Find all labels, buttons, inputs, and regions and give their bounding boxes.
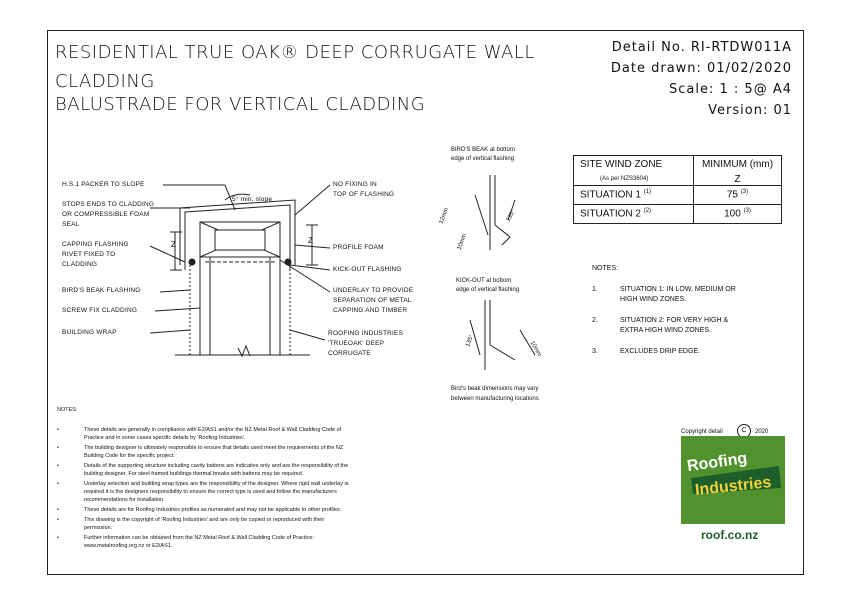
roofing-industries-logo: Roofing Industries roof.co.nz (681, 436, 785, 546)
label-kickout: KICK-OUT FLASHING (333, 266, 402, 273)
label-ri-3: CORRUGATE (328, 350, 371, 357)
bottom-note-line: The building designer is ultimately resp… (84, 445, 344, 451)
version: Version: 01 (708, 103, 792, 118)
table-cell-situation-2: SITUATION 2 (2) (573, 204, 694, 224)
label-stops-2: OR COMPRESSIBLE FOAM (62, 211, 150, 218)
bottom-note-line: Building Code for the specific project. (84, 453, 175, 459)
right-note-2a: SITUATION 2: FOR VERY HIGH & (620, 317, 729, 324)
bottom-note-line: www.metalroofing.org.nz or E2/AS1. (84, 543, 173, 549)
dim-z-left: Z (171, 240, 177, 249)
bottom-note-line: recommendations for installation. (84, 497, 165, 503)
label-profile-foam: PROFILE FOAM (333, 244, 384, 251)
bottom-note-line: This drawing is the copyright of 'Roofin… (84, 517, 325, 523)
bottom-note-line: Underlay selection and building wrap typ… (84, 481, 349, 487)
table-cell-situation-1: SITUATION 1 (1) (573, 185, 694, 205)
kickout-note-2: between manufacturing locations (451, 396, 539, 402)
bottom-note-line: These details are generally in complianc… (84, 427, 342, 433)
label-building-wrap: BUILDING WRAP (62, 329, 117, 336)
label-ri-1: ROOFING INDUSTRIES (328, 330, 404, 337)
detail-number: Detail No. RI-RTDW011A (611, 40, 792, 55)
drawing-border (47, 30, 804, 575)
table-header-wind-zone-label: SITE WIND ZONE (580, 159, 663, 170)
table-row: SITUATION 2 (2) 100 (3) (573, 204, 782, 224)
bottom-note-line: Practice and in some cases specific deta… (84, 435, 246, 441)
right-note-1b: HIGH WIND ZONES. (620, 296, 687, 303)
table-header-minimum-z: Z (734, 174, 741, 185)
label-stops-1: STOPS ENDS TO CLADDING (62, 201, 155, 208)
right-note-3a: EXCLUDES DRIP EDGE. (620, 348, 701, 355)
right-note-2b: EXTRA HIGH WIND ZONES. (620, 327, 712, 334)
bottom-note-line: required it is the designers responsibil… (84, 489, 337, 495)
table-header-wind-zone: SITE WIND ZONE (As per NZS3604) (573, 155, 694, 186)
balustrade-section-drawing (149, 184, 331, 358)
dim-z-right: Z (308, 236, 314, 245)
title-line-2: CLADDING (55, 71, 155, 92)
birds-beak-caption-2: edge of vertical flashing (451, 156, 515, 162)
table-cell-value-1: 75 (3) (693, 185, 782, 205)
label-ri-2: 'TRUEOAK' DEEP (328, 340, 385, 347)
bottom-notes-heading: NOTES: (57, 407, 78, 413)
logo-url: roof.co.nz (701, 528, 759, 542)
title-line-3: BALUSTRADE FOR VERTICAL CLADDING (55, 94, 426, 115)
label-no-fixing-1: NO FIXING IN (333, 181, 377, 188)
table-header-minimum: MINIMUM (mm) Z (693, 155, 782, 186)
kickout-note-1: Bird's beak dimensions may vary (451, 386, 539, 392)
kickout-caption-1: KICK-OUT at bottom (456, 278, 512, 284)
label-capping-2: RIVET FIXED TO (62, 251, 116, 258)
bottom-note-line: permission. (84, 525, 113, 531)
label-packer: H.S.1 PACKER TO SLOPE (62, 181, 145, 188)
right-note-1-num: 1. (592, 286, 598, 293)
right-note-3-num: 3. (592, 348, 598, 355)
right-note-2-num: 2. (592, 317, 598, 324)
label-screw-fix: SCREW FIX CLADDING (62, 307, 138, 314)
bottom-note-line: Further information can be obtained from… (84, 535, 314, 541)
copyright-year: 2020 (755, 429, 769, 435)
label-underlay-3: CAPPING AND TIMBER (333, 307, 408, 314)
kickout-caption-2: edge of vertical flashing (456, 287, 520, 293)
label-birds-beak: BIRD'S BEAK FLASHING (62, 287, 141, 294)
scale: Scale: 1 : 5@ A4 (669, 82, 792, 97)
table-cell-value-2: 100 (3) (693, 204, 782, 224)
table-header-wind-zone-sub: (As per NZS3604) (600, 176, 649, 182)
label-underlay-2: SEPARATION OF METAL (333, 297, 412, 304)
title-line-1: RESIDENTIAL TRUE OAK® DEEP CORRUGATE WAL… (55, 42, 535, 63)
label-capping-1: CAPPING FLASHING (62, 241, 129, 248)
copyright-text: Copyright detail (681, 429, 723, 435)
table-header-minimum-label: MINIMUM (mm) (701, 159, 774, 170)
label-underlay-1: UNDERLAY TO PROVIDE (333, 287, 414, 294)
label-no-fixing-2: TOP OF FLASHING (333, 191, 395, 198)
date-drawn: Date drawn: 01/02/2020 (610, 61, 792, 76)
right-notes-heading: NOTES: (592, 265, 619, 272)
birds-beak-detail (474, 175, 516, 250)
wind-zone-table: SITE WIND ZONE (As per NZS3604) MINIMUM … (573, 155, 782, 224)
label-slope: 5° min. slope (232, 196, 273, 203)
label-capping-3: CLADDING (62, 261, 98, 268)
right-note-1a: SITUATION 1: IN LOW, MEDIUM OR (620, 286, 736, 293)
bottom-note-line: building designer. For steel framed buil… (84, 471, 304, 477)
bottom-note-line: Details of the supporting structure incl… (84, 463, 349, 469)
bottom-note-line: These details are for Roofing Industries… (84, 507, 342, 513)
birds-beak-caption-1: BIRD'S BEAK at bottom (451, 147, 515, 153)
table-row: SITUATION 1 (1) 75 (3) (573, 185, 782, 205)
kickout-detail (469, 300, 536, 370)
label-stops-3: SEAL (62, 221, 80, 228)
